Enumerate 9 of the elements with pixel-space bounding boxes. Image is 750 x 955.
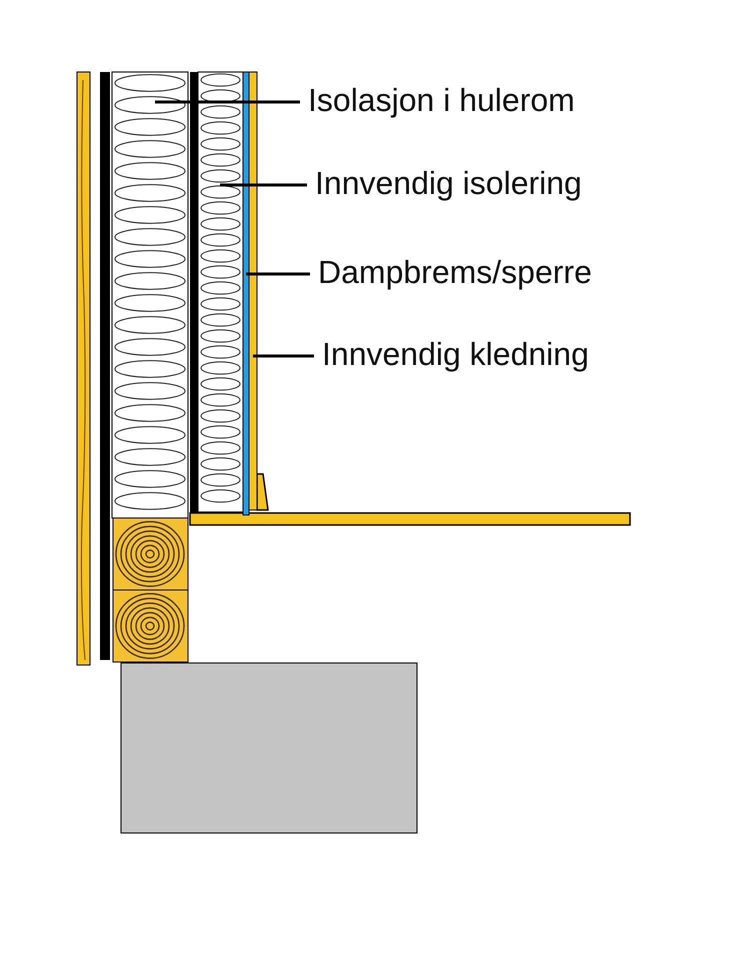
- label-text: Dampbrems/sperre: [318, 256, 592, 288]
- insulation-layer: [198, 72, 244, 512]
- label-text: Innvendig isolering: [315, 167, 582, 199]
- label-text: Innvendig kledning: [322, 338, 589, 370]
- vapour-barrier: [242, 72, 250, 516]
- leader-line: [253, 354, 314, 358]
- label-text: Isolasjon i hulerom: [308, 84, 575, 116]
- insulation-layer: [112, 72, 188, 518]
- leader-line: [220, 184, 307, 186]
